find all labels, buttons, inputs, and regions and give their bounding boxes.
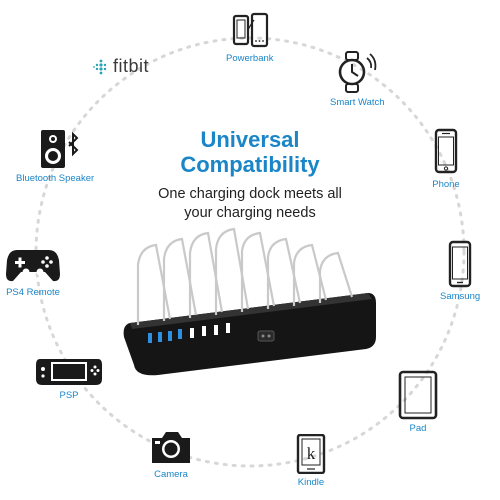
device-label: Powerbank xyxy=(226,53,274,64)
kindle-icon: k xyxy=(296,434,326,474)
samsung-phone-icon xyxy=(448,240,472,288)
device-powerbank: Powerbank xyxy=(226,10,274,64)
powerbank-icon xyxy=(232,12,268,48)
phone-icon xyxy=(434,128,458,174)
camera-icon xyxy=(152,432,190,463)
svg-text:k: k xyxy=(307,444,316,463)
fitbit-dots-icon xyxy=(93,59,107,74)
bluetooth-speaker-icon xyxy=(41,130,79,168)
device-label: Kindle xyxy=(297,477,325,488)
device-psp: PSP xyxy=(34,355,104,401)
smart-watch-icon xyxy=(338,51,377,93)
subtitle-line-1: One charging dock meets all xyxy=(158,186,342,202)
device-phone: Phone xyxy=(431,128,461,190)
charging-dock xyxy=(123,227,376,376)
device-label: Bluetooth Speaker xyxy=(16,173,95,184)
tablet-icon xyxy=(398,370,438,420)
device-ps4-remote: PS4 Remote xyxy=(5,246,61,298)
gamepad-icon xyxy=(6,250,60,282)
device-label: Smart Watch xyxy=(330,97,385,108)
device-label: PSP xyxy=(59,390,79,401)
psp-icon xyxy=(36,359,102,385)
device-smart-watch: Smart Watch xyxy=(330,50,385,108)
device-label: Camera xyxy=(154,469,188,480)
device-label: Phone xyxy=(432,179,460,190)
device-camera: Camera xyxy=(148,428,194,480)
device-label: PS4 Remote xyxy=(6,287,60,298)
device-bluetooth-speaker: Bluetooth Speaker xyxy=(16,128,94,184)
fitbit-logo: fitbit xyxy=(93,56,149,77)
device-pad: Pad xyxy=(397,370,439,434)
subtitle-line-2: your charging needs xyxy=(184,205,316,221)
device-samsung: Samsung xyxy=(440,240,480,302)
device-label: Samsung xyxy=(440,291,481,302)
device-label: Pad xyxy=(409,423,427,434)
fitbit-wordmark: fitbit xyxy=(113,56,150,76)
headline-line-2: Compatibility xyxy=(180,152,320,177)
device-kindle: k Kindle xyxy=(295,434,327,488)
headline-line-1: Universal xyxy=(200,127,300,152)
